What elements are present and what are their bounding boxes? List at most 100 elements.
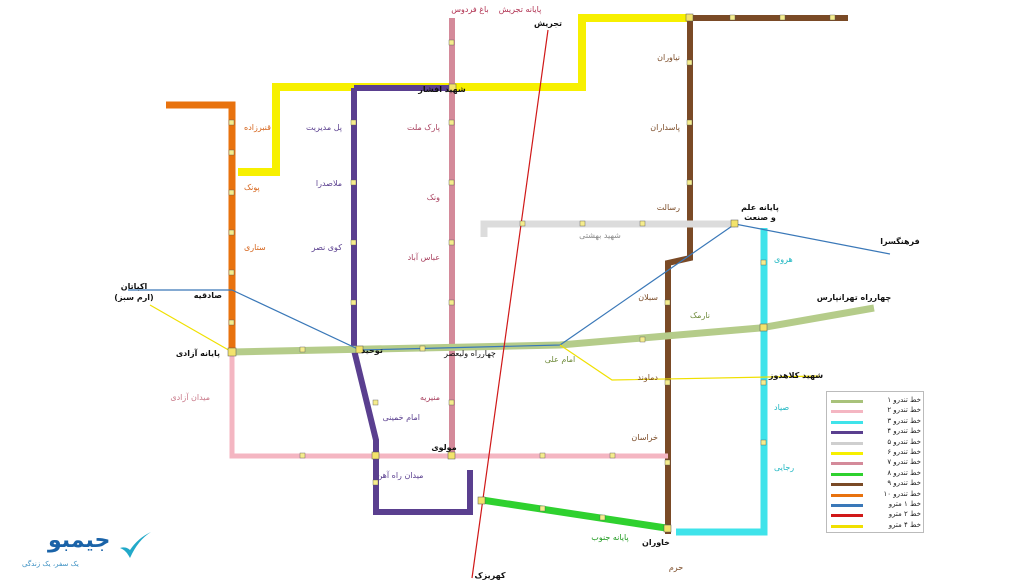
line-3-route <box>676 228 768 536</box>
label-station: عباس آباد <box>408 252 440 262</box>
label-khavaran: خاوران <box>642 538 670 547</box>
legend-label: خط تندرو ۲ <box>887 406 921 415</box>
label-station: میدان راه آهن <box>377 470 424 480</box>
label-station: رجایی <box>774 463 794 472</box>
legend-swatch <box>831 493 863 497</box>
legend-swatch <box>831 514 863 518</box>
label-station: ستاری <box>244 243 266 252</box>
legend-item: خط تندرو ۱ <box>831 396 921 406</box>
label-station: چهارراه ولیعصر <box>443 349 496 358</box>
label-farhangsara: فرهنگسرا <box>880 236 920 246</box>
legend-label: خط تندرو ۳ <box>887 416 921 425</box>
label-station: نارمک <box>690 311 710 320</box>
metro-4-route <box>149 304 821 381</box>
line-6-route <box>238 14 690 176</box>
label-tehranpars: چهارراه تهرانپارس <box>817 293 892 303</box>
label-station: ونک <box>427 193 440 202</box>
legend-item: خط ۲ مترو <box>831 510 921 520</box>
label-station: دماوند <box>637 373 658 382</box>
label-station: نیاوران <box>657 53 680 62</box>
legend-item: خط تندرو ۲ <box>831 406 921 416</box>
label-ekbatan: اکباتان <box>121 282 148 291</box>
legend-label: خط تندرو ۱۰ <box>883 489 921 498</box>
label-station: ملاصدرا <box>316 179 342 188</box>
label-station: حرم <box>669 563 683 572</box>
station-markers <box>227 13 768 533</box>
legend-item: خط ۱ مترو <box>831 500 921 510</box>
line-10-route <box>166 101 236 352</box>
legend-swatch <box>831 431 863 435</box>
label-station: خراسان <box>631 433 658 442</box>
label-station: پارک ملت <box>407 123 440 132</box>
line-4-route <box>351 85 473 515</box>
legend-label: خط ۴ مترو <box>888 520 921 529</box>
legend-label: خط ۱ مترو <box>888 500 921 508</box>
label-station: رسالت <box>657 203 680 212</box>
legend-swatch <box>831 410 863 414</box>
label-station: پایانه جنوب <box>591 533 628 542</box>
line-9-route <box>665 15 848 534</box>
label-station: هروی <box>774 255 793 264</box>
legend-item: خط ۴ مترو <box>831 521 921 531</box>
label-sadeghiyeh: صادقیه <box>194 291 222 300</box>
legend-item: خط تندرو ۴ <box>831 427 921 437</box>
legend-item: خط تندرو ۷ <box>831 458 921 468</box>
label-tajrish-terminal: پایانه تجریش <box>499 5 542 14</box>
legend-swatch <box>831 400 863 403</box>
metro-2-route <box>471 29 549 579</box>
logo-name: جیمبو <box>48 528 111 553</box>
label-molavi: مولوی <box>431 443 456 452</box>
label-tajrish: تجریش <box>534 19 562 29</box>
legend-item: خط تندرو ۳ <box>831 417 921 427</box>
label-station: شهید بهشتی <box>579 231 621 240</box>
legend-label: خط تندرو ۷ <box>887 458 921 467</box>
label-kahrizak: کهریزک <box>474 571 505 580</box>
label-shahid-afshar: شهید افشار <box>417 85 466 94</box>
line-8-route <box>481 496 667 532</box>
legend-item: خط تندرو ۶ <box>831 448 921 458</box>
legend-label: خط تندرو ۶ <box>887 448 921 456</box>
label-station: پاسداران <box>650 123 680 132</box>
label-station: صیاد <box>774 403 789 412</box>
label-station: میدان آزادی <box>170 392 210 402</box>
label-kolahdouz: شهید کلاهدوز <box>768 371 823 380</box>
legend-item: خط تندرو ۹ <box>831 479 921 489</box>
legend-swatch <box>831 452 863 455</box>
legend-label: خط ۲ مترو <box>888 510 921 519</box>
label-azadi-terminal: پایانه آزادی <box>176 348 220 358</box>
checkmark-icon <box>120 532 151 558</box>
label-station: کوی نصر <box>311 243 343 252</box>
legend-label: خط تندرو ۱ <box>887 396 921 404</box>
label-tohid: توحید <box>361 346 383 355</box>
label-station: امام خمینی <box>382 413 420 422</box>
legend-label: خط تندرو ۹ <box>887 479 921 488</box>
legend-swatch <box>831 420 863 424</box>
legend-swatch <box>831 441 863 445</box>
label-elm-terminal: پایانه علم <box>741 203 779 212</box>
legend-item: خط تندرو ۱۰ <box>831 490 921 500</box>
legend-swatch <box>831 472 863 476</box>
label-station: قنبرزاده <box>244 123 271 132</box>
legend-label: خط تندرو ۵ <box>887 437 921 446</box>
legend-swatch <box>831 462 863 466</box>
label-station: منیریه <box>420 393 440 402</box>
jimbo-logo: جیمبو یک سفر، یک زندگی <box>22 528 152 576</box>
legend-label: خط تندرو ۸ <box>887 468 921 477</box>
label-ekbatan-sub: (ارم سبز) <box>114 293 153 302</box>
label-station: پل مدیریت <box>306 123 342 132</box>
legend-swatch <box>831 504 863 507</box>
line-5-route <box>480 220 735 237</box>
legend-swatch <box>831 483 863 487</box>
legend-swatch <box>831 524 863 528</box>
logo-tagline: یک سفر، یک زندگی <box>22 560 79 568</box>
legend-label: خط تندرو ۴ <box>887 427 921 436</box>
label-station: سبلان <box>638 293 658 302</box>
label-elm-terminal-sub: و صنعت <box>744 213 776 222</box>
line-stops <box>228 14 836 521</box>
line-2-route <box>229 352 668 459</box>
label-station: پونک <box>244 183 260 192</box>
label-station: امام علی <box>545 355 576 364</box>
legend-item: خط تندرو ۵ <box>831 438 921 448</box>
